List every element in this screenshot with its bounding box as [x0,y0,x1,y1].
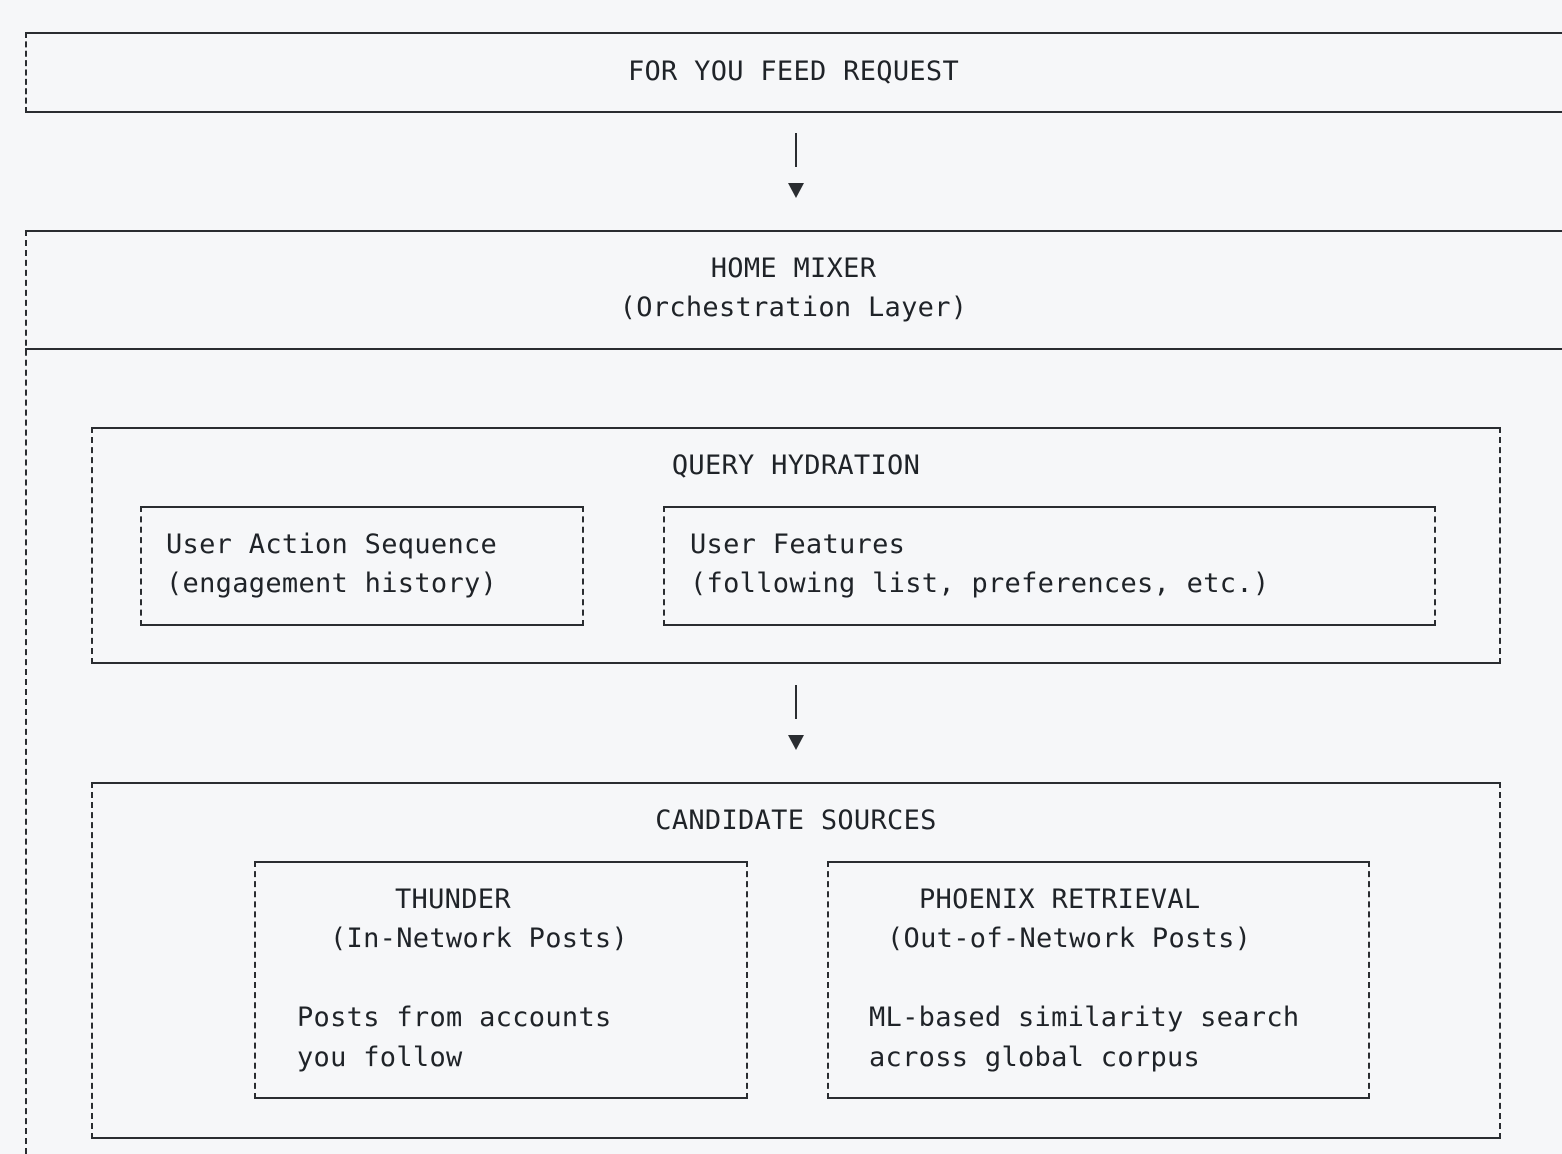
feed-request-title: FOR YOU FEED REQUEST [627,56,960,87]
user-features-box [663,506,1436,626]
phoenix-description-line2: across global corpus [869,1042,1201,1073]
query-hydration-title: QUERY HYDRATION [671,450,921,481]
user-features-title: User Features [690,529,906,560]
phoenix-retrieval-box [827,861,1370,1099]
thunder-description-line2: you follow [297,1042,463,1073]
thunder-subtitle: (In-Network Posts) [330,923,628,954]
thunder-title: THUNDER [395,884,511,915]
phoenix-retrieval-title: PHOENIX RETRIEVAL [919,884,1201,915]
home-mixer-subtitle: (Orchestration Layer) [619,292,968,323]
candidate-sources-box [91,782,1501,1139]
thunder-description-line1: Posts from accounts [297,1002,612,1033]
phoenix-description-line1: ML-based similarity search [869,1002,1300,1033]
user-action-sequence-title: User Action Sequence [166,529,498,560]
thunder-box [254,861,748,1099]
home-mixer-container [25,230,1562,1154]
home-mixer-divider [25,348,1562,350]
user-action-sequence-box [140,506,584,626]
candidate-sources-title: CANDIDATE SOURCES [655,805,937,836]
phoenix-retrieval-subtitle: (Out-of-Network Posts) [887,923,1252,954]
feed-request-box [25,32,1562,113]
query-hydration-box [91,427,1501,664]
home-mixer-title: HOME MIXER [710,253,877,284]
user-features-subtitle: (following list, preferences, etc.) [690,568,1270,599]
user-action-sequence-subtitle: (engagement history) [166,568,498,599]
